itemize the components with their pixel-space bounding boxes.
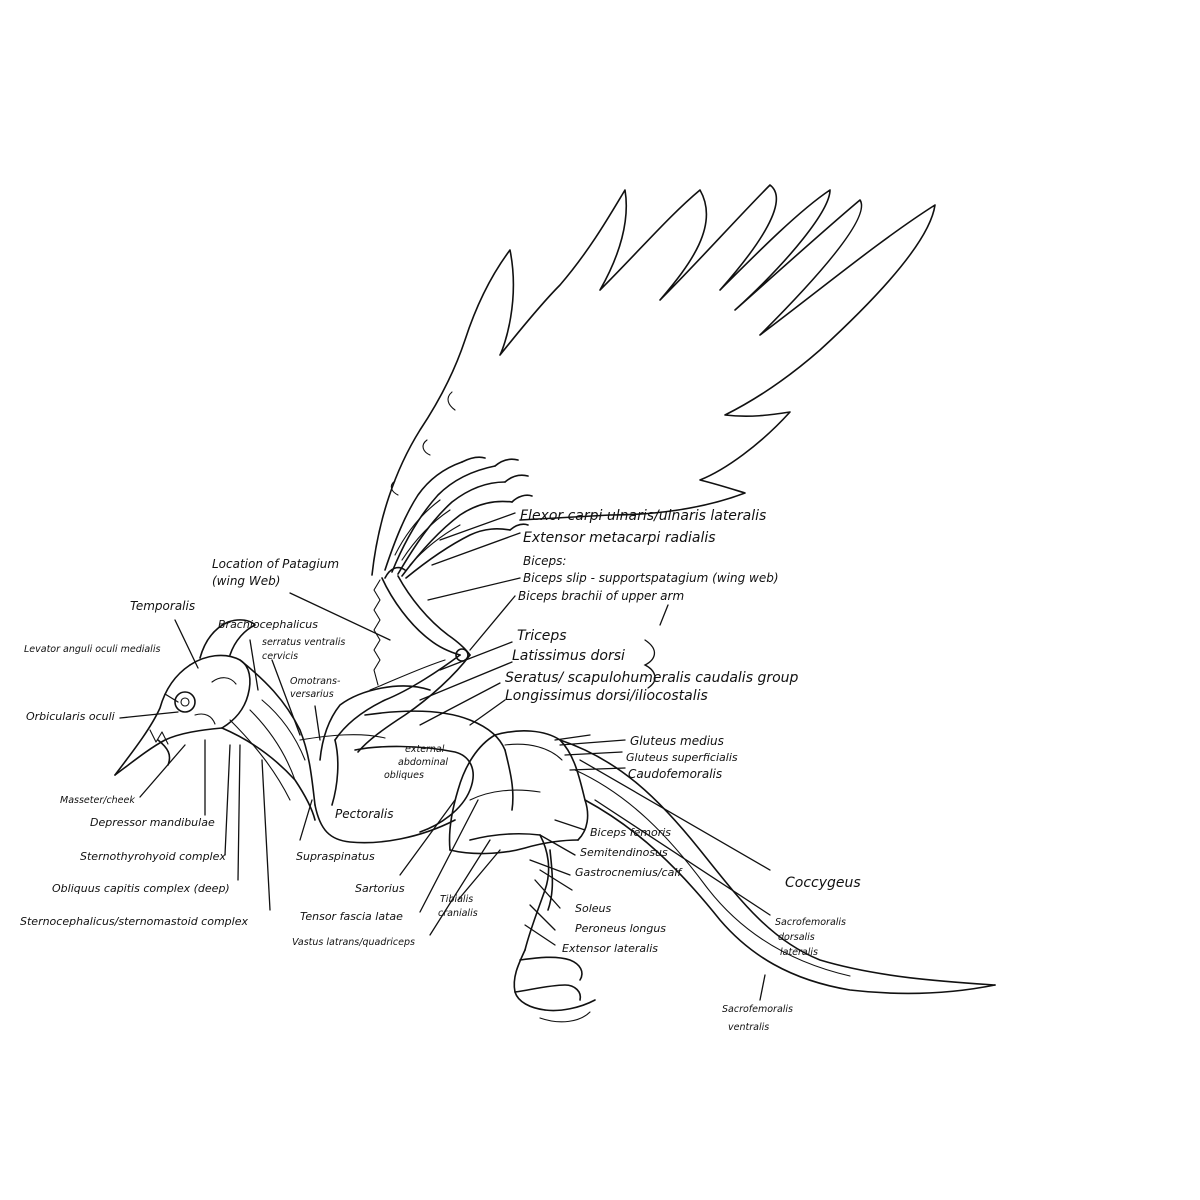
label-gluteus-superficialis: Gluteus superficialis — [626, 751, 738, 764]
label-vastus: Vastus latrans/quadriceps — [292, 937, 415, 948]
body — [221, 659, 506, 844]
label-serratus-scapulo: Seratus/ scapulohumeralis caudalis group — [505, 670, 799, 686]
label-gluteus-medius: Gluteus medius — [630, 734, 724, 748]
label-omotrans-2: versarius — [290, 689, 334, 700]
label-sacrofem-dorsalis-1: Sacrofemoralis — [775, 917, 846, 928]
wing-outline — [371, 184, 936, 576]
label-flexor-carpi: Flexor carpi ulnaris/ulnaris lateralis — [520, 508, 766, 524]
label-longissimus: Longissimus dorsi/iliocostalis — [505, 688, 708, 704]
label-obliquus: Obliquus capitis complex (deep) — [52, 882, 230, 895]
label-sartorius: Sartorius — [355, 882, 405, 895]
label-serratus-ventralis-2: cervicis — [262, 651, 298, 662]
label-sternothyrohyoid: Sternothyrohyoid complex — [80, 850, 226, 863]
leader-lines — [119, 512, 771, 1001]
label-biceps-slip: Biceps slip - supportspatagium (wing web… — [523, 571, 779, 585]
label-coccygeus: Coccygeus — [785, 875, 861, 891]
label-depressor: Depressor mandibulae — [90, 816, 215, 829]
label-triceps: Triceps — [517, 628, 567, 644]
label-extensor-metacarpi: Extensor metacarpi radialis — [523, 530, 716, 546]
label-biceps-header: Biceps: — [523, 554, 566, 568]
label-gastrocnemius: Gastrocnemius/calf — [575, 866, 683, 879]
label-peroneus: Peroneus longus — [575, 922, 666, 935]
label-serratus-ventralis-1: serratus ventralis — [262, 637, 345, 648]
label-sacrofem-dorsalis-2: dorsalis — [778, 932, 815, 943]
label-supraspinatus: Supraspinatus — [296, 850, 375, 863]
labels: Flexor carpi ulnaris/ulnaris lateralis E… — [20, 508, 861, 1033]
wing-hand-bones — [384, 456, 533, 579]
label-tibialis-2: cranialis — [438, 908, 478, 919]
label-pectoralis: Pectoralis — [335, 807, 393, 821]
tail — [559, 739, 996, 995]
label-external-3: obliques — [384, 770, 424, 781]
label-temporalis: Temporalis — [130, 599, 195, 613]
label-tensor: Tensor fascia latae — [300, 910, 403, 923]
label-biceps-brachii: Biceps brachii of upper arm — [518, 589, 684, 603]
label-patagium-2: (wing Web) — [212, 574, 280, 588]
label-sternocephalicus: Sternocephalicus/sternomastoid complex — [20, 915, 248, 928]
label-orbicularis: Orbicularis oculi — [26, 710, 115, 723]
label-extensor-lateralis: Extensor lateralis — [562, 942, 658, 955]
label-semitendinosus: Semitendinosus — [580, 846, 668, 859]
label-levator: Levator anguli oculi medialis — [24, 644, 160, 655]
label-brachiocephalicus: Brachiocephalicus — [218, 618, 318, 631]
label-latissimus: Latissimus dorsi — [512, 648, 625, 664]
label-patagium-1: Location of Patagium — [212, 557, 339, 571]
label-soleus: Soleus — [575, 902, 612, 915]
label-sacrofem-dorsalis-3: lateralis — [780, 947, 818, 958]
label-masseter: Masseter/cheek — [60, 795, 135, 806]
patagium-edge — [373, 579, 381, 686]
label-external-2: abdominal — [398, 757, 448, 768]
label-tibialis-1: Tibialis — [440, 894, 473, 905]
label-caudofemoralis: Caudofemoralis — [628, 767, 722, 781]
label-omotrans-1: Omotrans- — [290, 676, 341, 687]
head — [114, 619, 256, 776]
label-sacrofem-ventralis-1: Sacrofemoralis — [722, 1004, 793, 1015]
label-external-1: external — [405, 744, 445, 755]
label-sacrofem-ventralis-2: ventralis — [728, 1022, 769, 1033]
hindlimb — [448, 730, 596, 1023]
label-biceps-femoris: Biceps femoris — [590, 826, 671, 839]
